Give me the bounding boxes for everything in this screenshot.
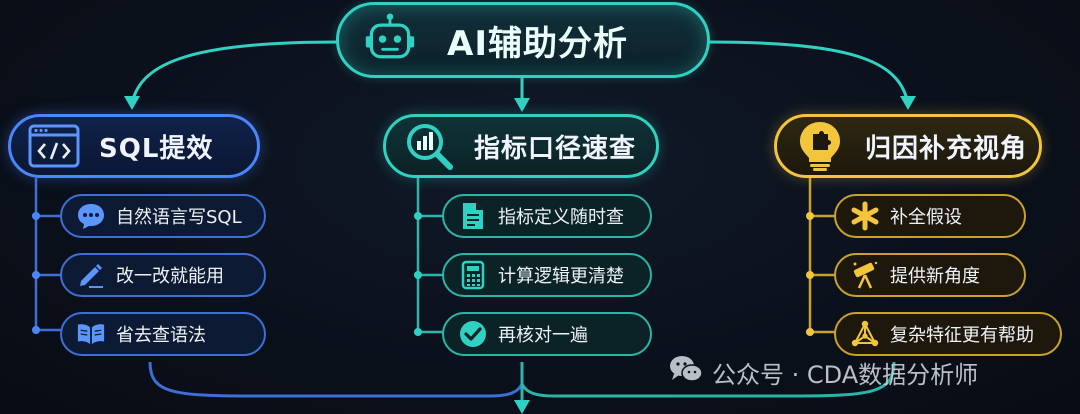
list-item: 改一改就能用 <box>60 253 266 297</box>
tree-sql <box>34 178 62 332</box>
root-node: AI辅助分析 <box>336 2 710 78</box>
arrowhead-attribution <box>900 96 916 110</box>
category-title: 归因补充视角 <box>865 133 1028 164</box>
document-icon <box>458 201 488 231</box>
list-item: 提供新角度 <box>834 253 1026 297</box>
magnifier-chart-icon <box>402 119 456 173</box>
list-item: 补全假设 <box>834 194 1026 238</box>
list-item: 再核对一遍 <box>442 312 652 356</box>
list-item-label: 提供新角度 <box>890 266 980 287</box>
asterisk-icon <box>850 201 880 231</box>
list-item: 复杂特征更有帮助 <box>834 312 1062 356</box>
arrowhead-bottom <box>514 400 530 414</box>
list-item: 指标定义随时查 <box>442 194 652 238</box>
check-circle-icon <box>458 319 488 349</box>
tree-metrics <box>416 178 444 334</box>
list-item-label: 复杂特征更有帮助 <box>890 325 1034 346</box>
category-attribution: 归因补充视角 <box>774 114 1042 178</box>
chat-bubble-icon <box>76 201 106 231</box>
list-item-label: 指标定义随时查 <box>498 207 624 228</box>
tree-attribution <box>808 178 836 334</box>
book-icon <box>76 319 106 349</box>
connector-root-sql <box>130 40 339 105</box>
list-item-label: 省去查语法 <box>116 325 206 346</box>
code-window-icon <box>27 119 81 173</box>
category-sql: SQL提效 <box>8 114 260 178</box>
list-item-label: 再核对一遍 <box>498 325 588 346</box>
arrowhead-sql <box>124 96 140 110</box>
list-item-label: 自然语言写SQL <box>116 207 242 228</box>
list-item-label: 改一改就能用 <box>116 266 224 287</box>
list-item-label: 补全假设 <box>890 207 962 228</box>
wechat-icon <box>668 354 704 390</box>
merge-right <box>520 361 896 398</box>
arrowhead-metrics <box>514 98 530 112</box>
calculator-icon <box>458 260 488 290</box>
list-item: 计算逻辑更清楚 <box>442 253 652 297</box>
watermark-text: 公众号 · CDA数据分析师 <box>712 360 979 389</box>
telescope-icon <box>850 260 880 290</box>
robot-icon <box>363 13 417 67</box>
pencil-icon <box>76 260 106 290</box>
list-item: 自然语言写SQL <box>60 194 266 238</box>
list-item-label: 计算逻辑更清楚 <box>498 266 624 287</box>
connector-root-attribution <box>707 40 910 105</box>
watermark: 公众号 · CDA数据分析师 <box>668 354 978 390</box>
list-item: 省去查语法 <box>60 312 266 356</box>
category-title: SQL提效 <box>99 133 214 164</box>
merge-left <box>148 361 524 398</box>
category-title: 指标口径速查 <box>474 133 637 164</box>
lightbulb-puzzle-icon <box>793 119 847 173</box>
root-title: AI辅助分析 <box>447 23 628 64</box>
category-metrics: 指标口径速查 <box>383 114 659 178</box>
network-icon <box>850 319 880 349</box>
